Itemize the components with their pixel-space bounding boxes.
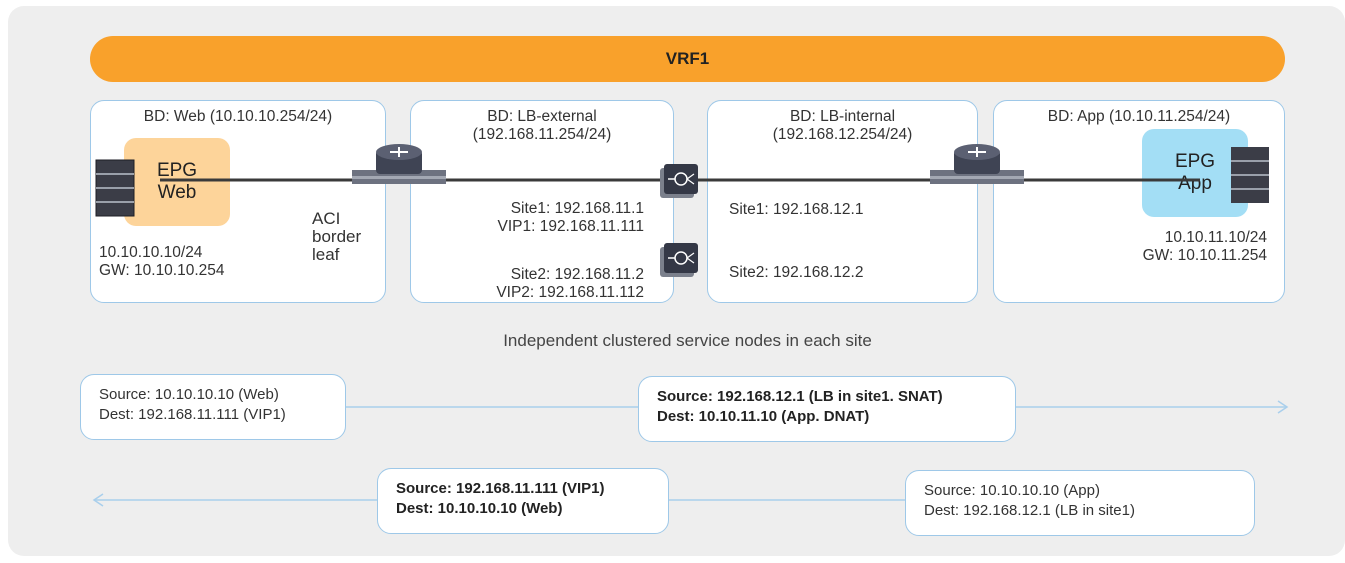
bd-lb-internal-title-1: BD: LB-internal [789, 108, 896, 125]
lb-external-site1: Site1: 192.168.11.1 [510, 200, 644, 217]
bd-lb-internal-box [707, 100, 978, 303]
app-host-gw: GW: 10.10.11.254 [1142, 247, 1267, 264]
bd-lb-internal-title-2: (192.168.12.254/24) [772, 126, 913, 143]
forward-flow-web-source: Source: 10.10.10.10 (Web) [99, 386, 279, 403]
forward-flow-box-web: Source: 10.10.10.10 (Web) Dest: 192.168.… [80, 374, 346, 440]
load-balancer-site1-icon [660, 164, 698, 198]
forward-flow-lb-source: Source: 192.168.12.1 (LB in site1. SNAT) [657, 388, 943, 405]
forward-flow-web-dest: Dest: 192.168.11.111 (VIP1) [99, 406, 286, 423]
epg-app-label-2: App [1178, 173, 1212, 194]
app-host-ip: 10.10.11.10/24 [1164, 229, 1267, 246]
load-balancer-site2-icon [660, 243, 698, 277]
lb-internal-site2: Site2: 192.168.12.2 [729, 264, 864, 281]
app-router-icon [930, 144, 1024, 184]
lb-external-vip2: VIP2: 192.168.11.112 [496, 284, 644, 301]
return-flow-box-lb: Source: 192.168.11.111 (VIP1) Dest: 10.1… [377, 468, 669, 534]
web-host-gw: GW: 10.10.10.254 [99, 262, 225, 279]
bd-lb-external-title-2: (192.168.11.254/24) [472, 126, 612, 143]
border-leaf-label-3: leaf [312, 245, 340, 264]
epg-app-label-1: EPG [1174, 151, 1216, 172]
epg-app: EPG App [1142, 129, 1248, 217]
vrf-label: VRF1 [665, 49, 710, 68]
return-flow-app-dest: Dest: 192.168.12.1 (LB in site1) [924, 502, 1135, 519]
bd-app-title: BD: App (10.10.11.254/24) [1047, 108, 1231, 125]
border-leaf-label-1: ACI [312, 209, 341, 228]
caption: Independent clustered service nodes in e… [503, 331, 872, 350]
web-host-ip: 10.10.10.10/24 [99, 244, 203, 261]
return-flow-app-source: Source: 10.10.10.10 (App) [924, 482, 1100, 499]
border-leaf-label-2: border [312, 227, 362, 246]
return-flow-lb-dest: Dest: 10.10.10.10 (Web) [396, 500, 563, 517]
lb-external-vip1: VIP1: 192.168.11.111 [497, 218, 644, 235]
vrf-bar: VRF1 [90, 36, 1285, 82]
forward-flow-lb-dest: Dest: 10.10.11.10 (App. DNAT) [657, 408, 870, 425]
web-server-icon [95, 159, 135, 217]
bd-web-title: BD: Web (10.10.10.254/24) [143, 108, 333, 125]
epg-web: EPG Web [124, 138, 230, 226]
lb-internal-site1: Site1: 192.168.12.1 [729, 201, 864, 218]
app-server-icon [1231, 147, 1269, 203]
epg-web-label-1: EPG [156, 160, 198, 181]
return-flow-box-app: Source: 10.10.10.10 (App) Dest: 192.168.… [905, 470, 1255, 536]
return-flow-lb-source: Source: 192.168.11.111 (VIP1) [396, 480, 605, 497]
lb-external-site2: Site2: 192.168.11.2 [510, 266, 644, 283]
bd-lb-external-title-1: BD: LB-external [487, 108, 597, 125]
epg-web-label-2: Web [157, 182, 197, 203]
border-leaf-router-icon [352, 144, 446, 184]
forward-flow-box-lb: Source: 192.168.12.1 (LB in site1. SNAT)… [638, 376, 1016, 442]
bd-web-box [90, 100, 386, 303]
bd-lb-external-box [410, 100, 674, 303]
